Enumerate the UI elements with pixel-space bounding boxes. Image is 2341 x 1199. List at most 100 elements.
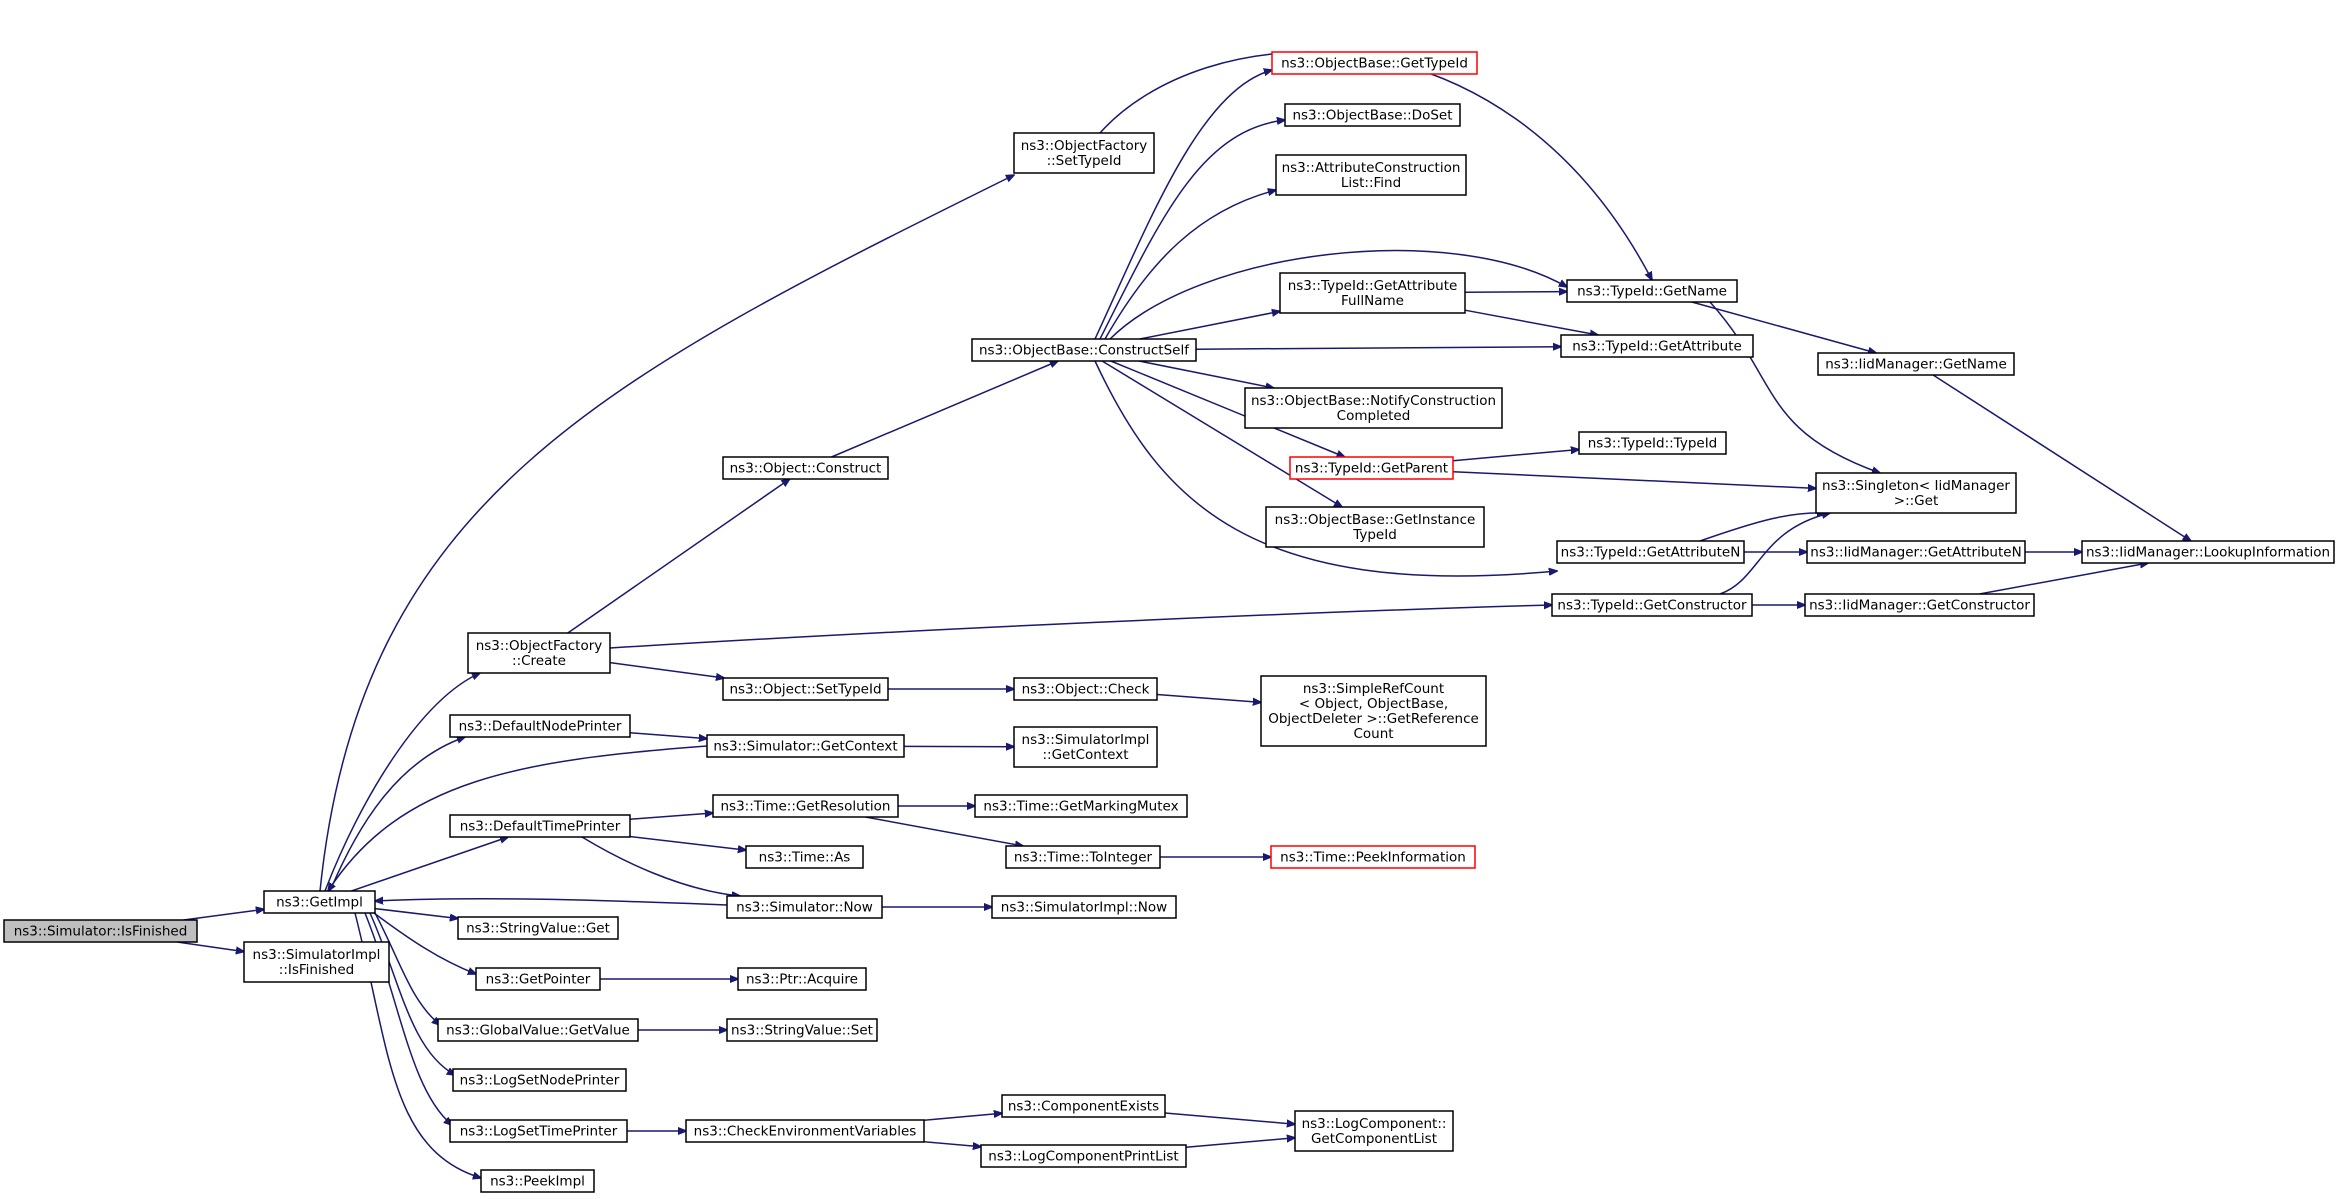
node-box <box>1005 845 1161 869</box>
node-iidmanager-getname[interactable]: ns3::IidManager::GetName <box>1817 352 2015 376</box>
node-objectbase-gettypeid[interactable]: ns3::ObjectBase::GetTypeId <box>1271 51 1478 75</box>
node-stringvalue-get[interactable]: ns3::StringValue::Get <box>457 916 619 940</box>
node-label-line: ns3::ObjectFactory <box>476 638 603 654</box>
edge-objectbase_constructself-to-typeid_getattributen <box>1094 360 1557 577</box>
node-iidmanager-getattributen[interactable]: ns3::IidManager::GetAttributeN <box>1806 540 2026 564</box>
node-label-line: ns3::TypeId::TypeId <box>1588 436 1718 452</box>
node-label-line: GetComponentList <box>1311 1131 1437 1147</box>
node-box <box>467 632 611 674</box>
edge-logcomponentprintlist-to-logcomponent_getcomponentlist <box>1185 1138 1295 1148</box>
node-globalvalue-getvalue[interactable]: ns3::GlobalValue::GetValue <box>437 1018 639 1042</box>
node-simulator-now[interactable]: ns3::Simulator::Now <box>726 895 883 919</box>
node-typeid-getattributen[interactable]: ns3::TypeId::GetAttributeN <box>1556 540 1745 564</box>
node-label-line: ns3::IidManager::GetName <box>1825 357 2007 373</box>
node-box <box>685 1119 925 1143</box>
node-logcomponentprintlist[interactable]: ns3::LogComponentPrintList <box>980 1144 1187 1168</box>
node-objectfactory-create[interactable]: ns3::ObjectFactory::Create <box>467 632 611 674</box>
edge-objectbase_constructself-to-typeid_getattributefullname <box>1139 311 1280 340</box>
node-singleton-get[interactable]: ns3::Singleton< IidManager>::Get <box>1815 472 2017 514</box>
node-typeid-getattribute[interactable]: ns3::TypeId::GetAttribute <box>1560 334 1754 358</box>
node-label-line: ns3::TypeId::GetParent <box>1295 461 1448 477</box>
node-getimpl[interactable]: ns3::GetImpl <box>263 890 376 914</box>
node-object-construct[interactable]: ns3::Object::Construct <box>722 456 889 480</box>
node-time-as[interactable]: ns3::Time::As <box>745 845 864 869</box>
node-label-line: ns3::Simulator::Now <box>736 900 873 916</box>
node-logsetnodeprinter[interactable]: ns3::LogSetNodePrinter <box>452 1068 627 1092</box>
node-typeid-getconstructor[interactable]: ns3::TypeId::GetConstructor <box>1551 593 1753 617</box>
node-label-line: ns3::Simulator::GetContext <box>713 739 897 755</box>
edge-typeid_getattributefullname-to-typeid_getattribute <box>1464 309 1598 335</box>
node-componentexists[interactable]: ns3::ComponentExists <box>1001 1094 1166 1118</box>
node-box <box>1815 472 2017 514</box>
node-label-line: ns3::TypeId::GetAttributeN <box>1561 545 1741 561</box>
edge-checkenvironmentvariables-to-logcomponentprintlist <box>923 1140 981 1147</box>
node-logsettimeprinter[interactable]: ns3::LogSetTimePrinter <box>449 1119 628 1143</box>
node-typeid-getparent[interactable]: ns3::TypeId::GetParent <box>1289 456 1454 480</box>
node-box <box>991 895 1177 919</box>
node-simulatorimpl-now[interactable]: ns3::SimulatorImpl::Now <box>991 895 1177 919</box>
node-box <box>980 1144 1187 1168</box>
node-label-line: Count <box>1353 726 1393 742</box>
node-time-getresolution[interactable]: ns3::Time::GetResolution <box>712 794 899 818</box>
node-simulatorimpl-isfinished[interactable]: ns3::SimulatorImpl::IsFinished <box>243 941 390 983</box>
node-label-line: ns3::PeekImpl <box>490 1174 585 1190</box>
node-getpointer[interactable]: ns3::GetPointer <box>475 967 601 991</box>
node-checkenvironmentvariables[interactable]: ns3::CheckEnvironmentVariables <box>685 1119 925 1143</box>
node-typeid-typeid[interactable]: ns3::TypeId::TypeId <box>1578 431 1727 455</box>
node-time-tointeger[interactable]: ns3::Time::ToInteger <box>1005 845 1161 869</box>
node-box <box>737 967 867 991</box>
node-object-check[interactable]: ns3::Object::Check <box>1013 677 1158 701</box>
node-label-line: Completed <box>1337 408 1411 424</box>
edge-getimpl-to-logsetnodeprinter <box>369 912 455 1075</box>
node-ptr-acquire[interactable]: ns3::Ptr::Acquire <box>737 967 867 991</box>
node-objectfactory-settypeid[interactable]: ns3::ObjectFactory::SetTypeId <box>1013 132 1155 174</box>
node-box <box>437 1018 639 1042</box>
node-stringvalue-set[interactable]: ns3::StringValue::Set <box>726 1018 878 1042</box>
node-label-line: >::Get <box>1894 493 1938 509</box>
node-iidmanager-lookupinformation[interactable]: ns3::IidManager::LookupInformation <box>2081 540 2335 564</box>
node-defaulttimeprinter[interactable]: ns3::DefaultTimePrinter <box>449 814 631 838</box>
node-label-line: ns3::Time::As <box>759 850 851 866</box>
node-defaultnodeprinter[interactable]: ns3::DefaultNodePrinter <box>449 714 631 738</box>
edge-defaulttimeprinter-to-simulator_now <box>581 836 740 896</box>
edge-typeid_getconstructor-to-singleton_get <box>1719 513 1830 595</box>
node-simplerefcount-getreferencecount[interactable]: ns3::SimpleRefCount< Object, ObjectBase,… <box>1260 675 1487 747</box>
node-simulator-isfinished[interactable]: ns3::Simulator::IsFinished <box>3 919 198 943</box>
edge-typeid_getattributen-to-singleton_get <box>1699 513 1825 542</box>
node-box <box>706 734 905 758</box>
node-label-line: ns3::GetPointer <box>486 972 591 988</box>
node-logcomponent-getcomponentlist[interactable]: ns3::LogComponent::GetComponentList <box>1294 1110 1454 1152</box>
node-label-line: ns3::TypeId::GetConstructor <box>1557 598 1747 614</box>
function-nodes: ns3::Simulator::IsFinishedns3::GetImplns… <box>3 51 2335 1193</box>
node-box <box>1804 593 2035 617</box>
node-box <box>1001 1094 1166 1118</box>
node-objectbase-constructself[interactable]: ns3::ObjectBase::ConstructSelf <box>971 338 1197 362</box>
node-label-line: ns3::LogSetNodePrinter <box>460 1073 620 1089</box>
node-typeid-getname[interactable]: ns3::TypeId::GetName <box>1566 279 1738 303</box>
node-box <box>449 714 631 738</box>
node-object-settypeid[interactable]: ns3::Object::SetTypeId <box>722 677 889 701</box>
node-label-line: ns3::Simulator::IsFinished <box>14 924 188 940</box>
edge-typeid_getattributefullname-to-typeid_getname <box>1464 292 1567 293</box>
node-box <box>726 895 883 919</box>
edge-getimpl-to-objectfactory_create <box>324 673 480 892</box>
node-time-peekinformation[interactable]: ns3::Time::PeekInformation <box>1270 845 1476 869</box>
node-label-line: ns3::ObjectFactory <box>1021 138 1148 154</box>
node-iidmanager-getconstructor[interactable]: ns3::IidManager::GetConstructor <box>1804 593 2035 617</box>
node-simulatorimpl-getcontext[interactable]: ns3::SimulatorImpl::GetContext <box>1013 726 1158 768</box>
node-label-line: ns3::TypeId::GetAttribute <box>1572 339 1742 355</box>
edge-objectbase_constructself-to-objectbase_doset <box>1099 120 1285 340</box>
node-time-getmarkingmutex[interactable]: ns3::Time::GetMarkingMutex <box>974 794 1188 818</box>
edge-getimpl-to-stringvalue_get <box>374 907 458 919</box>
node-label-line: < Object, ObjectBase, <box>1299 696 1448 712</box>
node-peekimpl[interactable]: ns3::PeekImpl <box>480 1169 595 1193</box>
node-label-line: ns3::AttributeConstruction <box>1282 160 1461 176</box>
edge-object_construct-to-objectbase_constructself <box>831 361 1059 458</box>
node-objectbase-doset[interactable]: ns3::ObjectBase::DoSet <box>1284 103 1461 127</box>
node-label-line: ns3::ObjectBase::GetTypeId <box>1281 56 1468 72</box>
node-objectbase-notifyconstructioncompleted[interactable]: ns3::ObjectBase::NotifyConstructionCompl… <box>1244 387 1503 429</box>
node-simulator-getcontext[interactable]: ns3::Simulator::GetContext <box>706 734 905 758</box>
